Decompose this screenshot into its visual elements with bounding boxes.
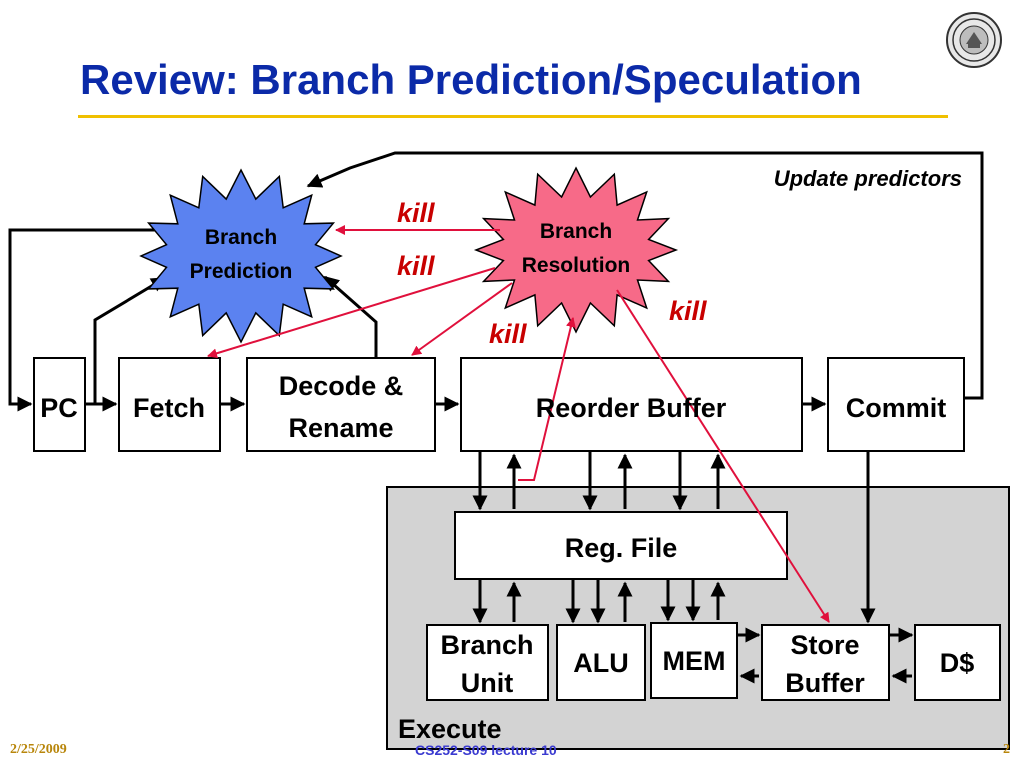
footer-date: 2/25/2009 xyxy=(10,742,67,757)
branch-prediction-star xyxy=(139,168,343,344)
dcache-label: D$ xyxy=(940,648,975,678)
kill-label-2: kill xyxy=(397,251,435,281)
dcache-box xyxy=(914,624,1001,701)
branch-unit-label-line1: Branch xyxy=(440,630,533,660)
kill-label-1: kill xyxy=(397,198,435,228)
store-buffer-label-line2: Buffer xyxy=(785,668,865,698)
footer-page-number: 2 xyxy=(1003,742,1010,757)
reg-file-box xyxy=(454,511,788,580)
branch-unit-box xyxy=(426,624,549,701)
mem-label: MEM xyxy=(663,646,726,676)
pc-label: PC xyxy=(40,393,78,423)
commit-label: Commit xyxy=(846,393,947,423)
decode-label-line2: Rename xyxy=(288,413,393,443)
store-buffer-box xyxy=(761,624,890,701)
decode-rename-box xyxy=(246,357,436,452)
reorder-buffer-box xyxy=(460,357,803,452)
fetch-box xyxy=(118,357,221,452)
pipeline-arrows xyxy=(8,151,984,684)
footer-course: CS252-S09 lecture 10 xyxy=(415,742,557,758)
branch-prediction-label-line2: Prediction xyxy=(190,260,293,283)
branch-resolution-star xyxy=(473,166,679,334)
branch-resolution-label-line2: Resolution xyxy=(522,254,631,277)
reg-file-label: Reg. File xyxy=(565,533,678,563)
store-buffer-label-line1: Store xyxy=(790,630,859,660)
kill-label-4: kill xyxy=(669,296,707,326)
title-rule xyxy=(78,115,948,118)
university-seal-icon xyxy=(946,12,1002,68)
pc-box xyxy=(33,357,86,452)
fetch-label: Fetch xyxy=(133,393,205,423)
kill-label-3: kill xyxy=(489,319,527,349)
kill-arrows xyxy=(207,225,830,623)
reorder-buffer-label: Reorder Buffer xyxy=(536,393,727,423)
decode-label-line1: Decode & xyxy=(279,371,404,401)
mem-box xyxy=(650,622,738,699)
update-predictors-label: Update predictors xyxy=(774,166,962,191)
branch-prediction-label-line1: Branch xyxy=(205,226,277,249)
branch-unit-label-line2: Unit xyxy=(461,668,513,698)
alu-label: ALU xyxy=(573,648,629,678)
commit-box xyxy=(827,357,965,452)
execute-label: Execute xyxy=(398,714,502,744)
alu-box xyxy=(556,624,646,701)
branch-resolution-label-line1: Branch xyxy=(540,220,612,243)
slide-title: Review: Branch Prediction/Speculation xyxy=(80,56,862,103)
